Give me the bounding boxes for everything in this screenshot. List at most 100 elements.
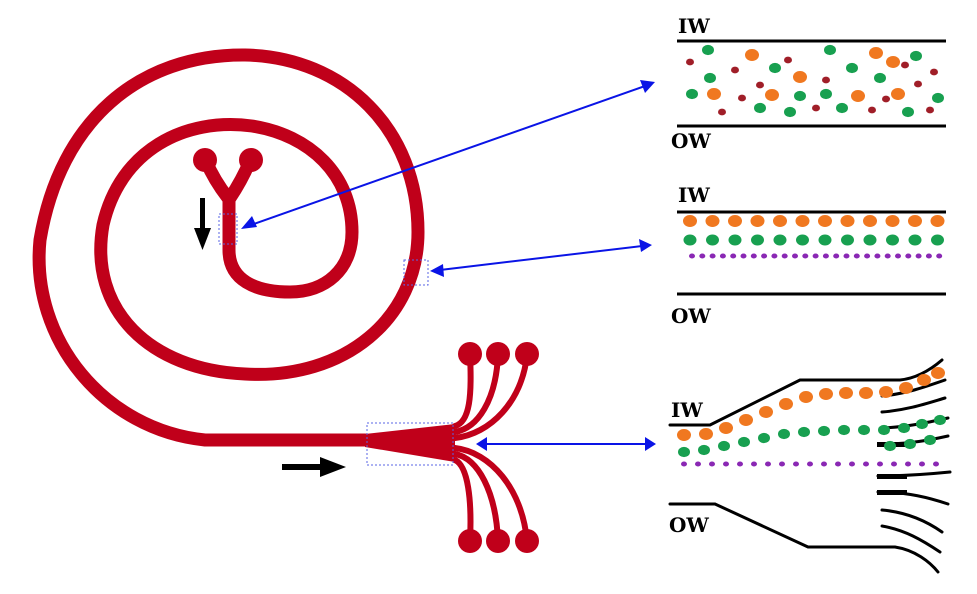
dark-particle bbox=[901, 61, 909, 69]
outlet-port-2 bbox=[486, 342, 510, 366]
outlet-region bbox=[365, 342, 539, 553]
purple-particle bbox=[853, 253, 860, 259]
green-particle bbox=[836, 102, 848, 114]
purple-particle bbox=[821, 461, 827, 467]
orange-particle bbox=[765, 89, 779, 101]
dark-particle bbox=[784, 56, 792, 64]
purple-particle bbox=[699, 253, 706, 259]
purple-particle bbox=[822, 253, 829, 259]
dark-particle bbox=[686, 58, 694, 66]
orange-particle bbox=[773, 215, 787, 227]
focused-particles bbox=[683, 215, 945, 259]
outer-wall-line bbox=[668, 502, 940, 574]
green-particle bbox=[794, 90, 806, 102]
green-particle bbox=[924, 434, 936, 446]
purple-particle bbox=[802, 253, 809, 259]
orange-particle bbox=[683, 215, 697, 227]
orange-particle bbox=[745, 49, 759, 61]
inner-wall-label: IW bbox=[671, 398, 703, 422]
mixed-particles bbox=[686, 44, 944, 118]
separated-particles bbox=[677, 367, 946, 467]
green-particle bbox=[878, 424, 890, 436]
outer-wall-label: OW bbox=[671, 304, 711, 328]
orange-particle bbox=[879, 386, 893, 398]
outlet-port-4 bbox=[515, 529, 539, 553]
outlet-branch-6 bbox=[452, 457, 474, 544]
purple-particle bbox=[730, 253, 737, 259]
purple-particle bbox=[750, 253, 757, 259]
purple-particle bbox=[807, 461, 813, 467]
green-particle bbox=[904, 438, 916, 450]
green-particle bbox=[858, 424, 870, 436]
dark-particle bbox=[822, 76, 830, 84]
orange-particle bbox=[779, 398, 793, 410]
green-particle bbox=[683, 234, 697, 246]
purple-particle bbox=[765, 461, 771, 467]
purple-particle bbox=[877, 461, 883, 467]
purple-particle bbox=[781, 253, 788, 259]
dark-particle bbox=[914, 80, 922, 88]
purple-particle bbox=[895, 253, 901, 259]
orange-particle bbox=[908, 215, 922, 227]
outlet-branch-5 bbox=[452, 451, 501, 544]
purple-particle bbox=[891, 461, 897, 467]
purple-particle bbox=[835, 461, 841, 467]
inner-wall-line bbox=[668, 358, 944, 427]
purple-particle bbox=[771, 253, 778, 259]
orange-particle bbox=[707, 88, 721, 100]
orange-particle bbox=[840, 215, 855, 227]
highlight-inlet-section bbox=[218, 213, 238, 245]
green-particle bbox=[898, 422, 910, 434]
orange-particle bbox=[677, 429, 691, 441]
purple-particle bbox=[905, 461, 911, 467]
outlet-branch-1 bbox=[452, 352, 474, 429]
inlet-port-left bbox=[193, 148, 217, 172]
green-particle bbox=[846, 62, 858, 74]
outer-wall-label: OW bbox=[671, 129, 711, 153]
green-particle bbox=[704, 72, 716, 84]
orange-particle bbox=[759, 406, 773, 418]
green-particle bbox=[796, 234, 809, 246]
purple-particle bbox=[761, 253, 768, 259]
purple-particle bbox=[793, 461, 799, 467]
purple-particle bbox=[864, 253, 871, 259]
outlet-port-6 bbox=[458, 529, 482, 553]
purple-particle bbox=[695, 461, 701, 467]
pointer-arrow-icon bbox=[476, 437, 656, 451]
dark-particle bbox=[930, 68, 938, 76]
purple-particle bbox=[740, 253, 747, 259]
purple-particle bbox=[936, 253, 943, 259]
green-particle bbox=[934, 414, 946, 426]
green-particle bbox=[818, 234, 832, 246]
purple-particle bbox=[751, 461, 757, 467]
orange-particle bbox=[917, 374, 931, 386]
orange-particle bbox=[728, 215, 742, 227]
outer-wall-label: OW bbox=[669, 513, 709, 537]
purple-particle bbox=[723, 461, 729, 467]
purple-particle bbox=[833, 253, 840, 259]
green-particle bbox=[910, 50, 922, 62]
green-particle bbox=[841, 234, 854, 246]
green-particle bbox=[678, 446, 690, 458]
dark-particle bbox=[738, 94, 746, 102]
outlet-port-1 bbox=[458, 342, 482, 366]
panel-mid-section: IW OW bbox=[671, 183, 946, 328]
outlet-ports bbox=[458, 342, 539, 553]
purple-particle bbox=[884, 253, 891, 259]
purple-particle bbox=[681, 461, 687, 467]
purple-particle bbox=[792, 253, 798, 259]
green-particle bbox=[838, 424, 850, 436]
orange-particle bbox=[885, 215, 900, 227]
orange-particle bbox=[859, 387, 873, 399]
green-particle bbox=[908, 234, 922, 246]
green-particle bbox=[902, 106, 914, 118]
orange-particle bbox=[719, 422, 733, 434]
orange-particle bbox=[886, 56, 900, 68]
green-particle bbox=[820, 88, 832, 100]
orange-particle bbox=[869, 47, 883, 59]
purple-particle bbox=[915, 253, 922, 259]
green-particle bbox=[824, 44, 836, 56]
inner-wall-label: IW bbox=[678, 14, 710, 38]
green-particle bbox=[931, 234, 944, 246]
